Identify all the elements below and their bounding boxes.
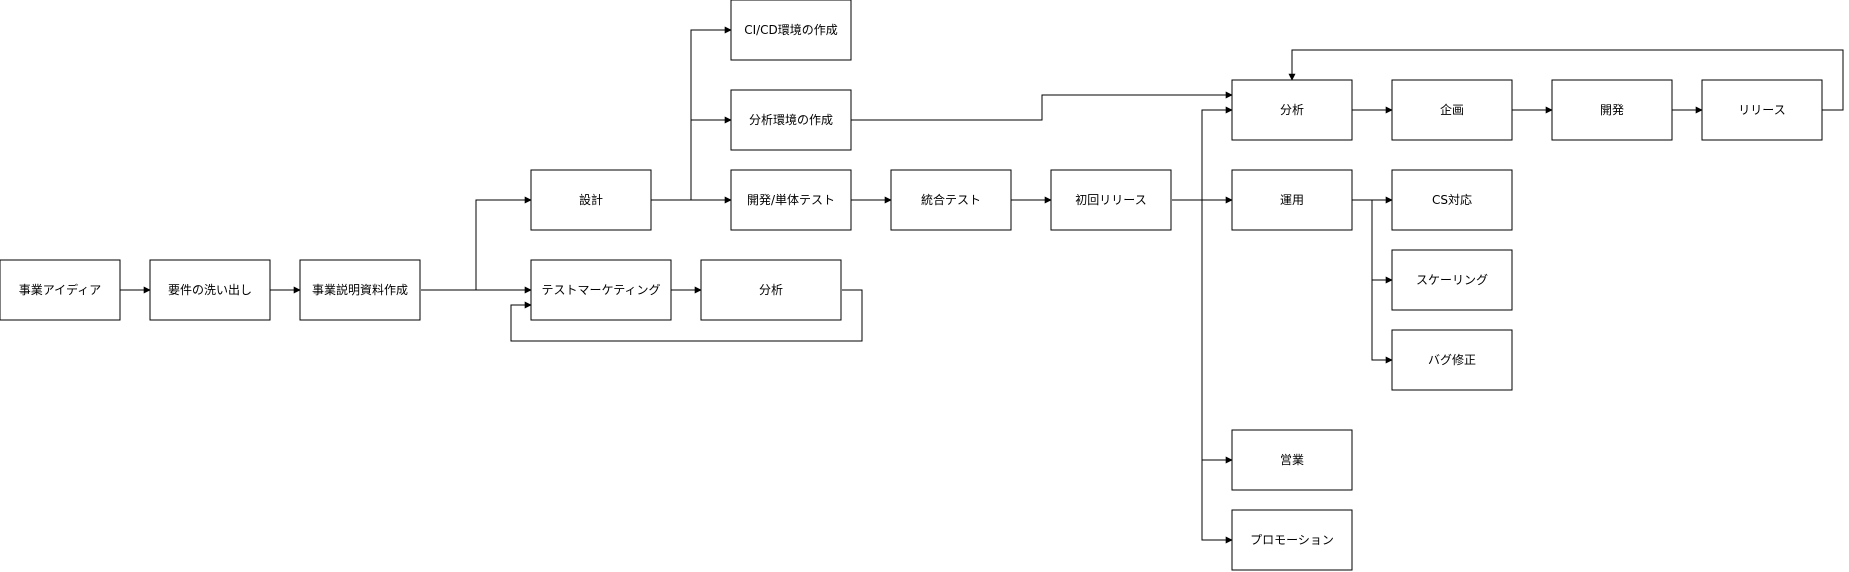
node-cicd[interactable]: CI/CD環境の作成 [730,0,852,61]
node-label: 初回リリース [1075,193,1146,207]
node-release[interactable]: リリース [1701,79,1823,141]
node-test-marketing[interactable]: テストマーケティング [530,259,672,321]
node-development[interactable]: 開発 [1551,79,1673,141]
node-bug-fix[interactable]: バグ修正 [1391,329,1513,391]
node-business-idea[interactable]: 事業アイディア [0,259,121,321]
node-dev-unit-test[interactable]: 開発/単体テスト [730,169,852,231]
node-requirements[interactable]: 要件の洗い出し [149,259,271,321]
node-label: 開発 [1600,103,1624,117]
node-analysis-test-marketing[interactable]: 分析 [700,259,842,321]
node-label: 事業アイディア [19,282,102,297]
edges [119,26,1844,544]
node-scaling[interactable]: スケーリング [1391,249,1513,311]
node-label: 企画 [1440,102,1464,117]
node-label: 設計 [579,192,603,207]
node-initial-release[interactable]: 初回リリース [1050,169,1172,231]
node-label: 事業説明資料作成 [312,282,408,297]
node-label: バグ修正 [1428,352,1476,367]
node-label: 運用 [1280,193,1304,207]
edge-release-to-sales [1201,200,1233,464]
edge-operations-to-bugfix [1371,280,1393,364]
edge-analysis-loop-back [510,289,863,342]
node-business-docs[interactable]: 事業説明資料作成 [299,259,421,321]
node-analysis-env[interactable]: 分析環境の作成 [730,89,852,151]
edge-docs-to-design [421,196,532,291]
node-promotion[interactable]: プロモーション [1231,509,1353,571]
node-analysis[interactable]: 分析 [1231,79,1353,141]
node-label: 開発/単体テスト [747,193,835,207]
edge-release-to-promotion [1201,460,1233,544]
node-label: テストマーケティング [541,283,660,297]
edge-release-loop-back [1288,49,1844,111]
node-integration-test[interactable]: 統合テスト [890,169,1012,231]
node-label: 要件の洗い出し [168,283,252,297]
node-design[interactable]: 設計 [530,169,652,231]
edge-design-to-cicd [690,26,732,200]
node-label: 分析 [1280,103,1304,117]
node-sales[interactable]: 営業 [1231,429,1353,491]
edge-operations-to-scaling [1371,200,1393,284]
node-label: CI/CD環境の作成 [744,22,838,37]
node-planning[interactable]: 企画 [1391,79,1513,141]
node-label: CS対応 [1432,193,1472,207]
node-operations[interactable]: 運用 [1231,169,1353,231]
node-label: 営業 [1280,453,1304,467]
node-label: 分析 [759,283,783,297]
node-label: 分析環境の作成 [749,112,833,127]
node-cs-support[interactable]: CS対応 [1391,169,1513,231]
node-label: リリース [1738,103,1785,117]
node-label: 統合テスト [921,192,981,207]
edge-release-to-analysis [1201,106,1233,200]
node-label: スケーリング [1416,273,1488,287]
node-label: プロモーション [1250,533,1334,547]
edge-analysis-env-to-analysis [851,91,1233,121]
